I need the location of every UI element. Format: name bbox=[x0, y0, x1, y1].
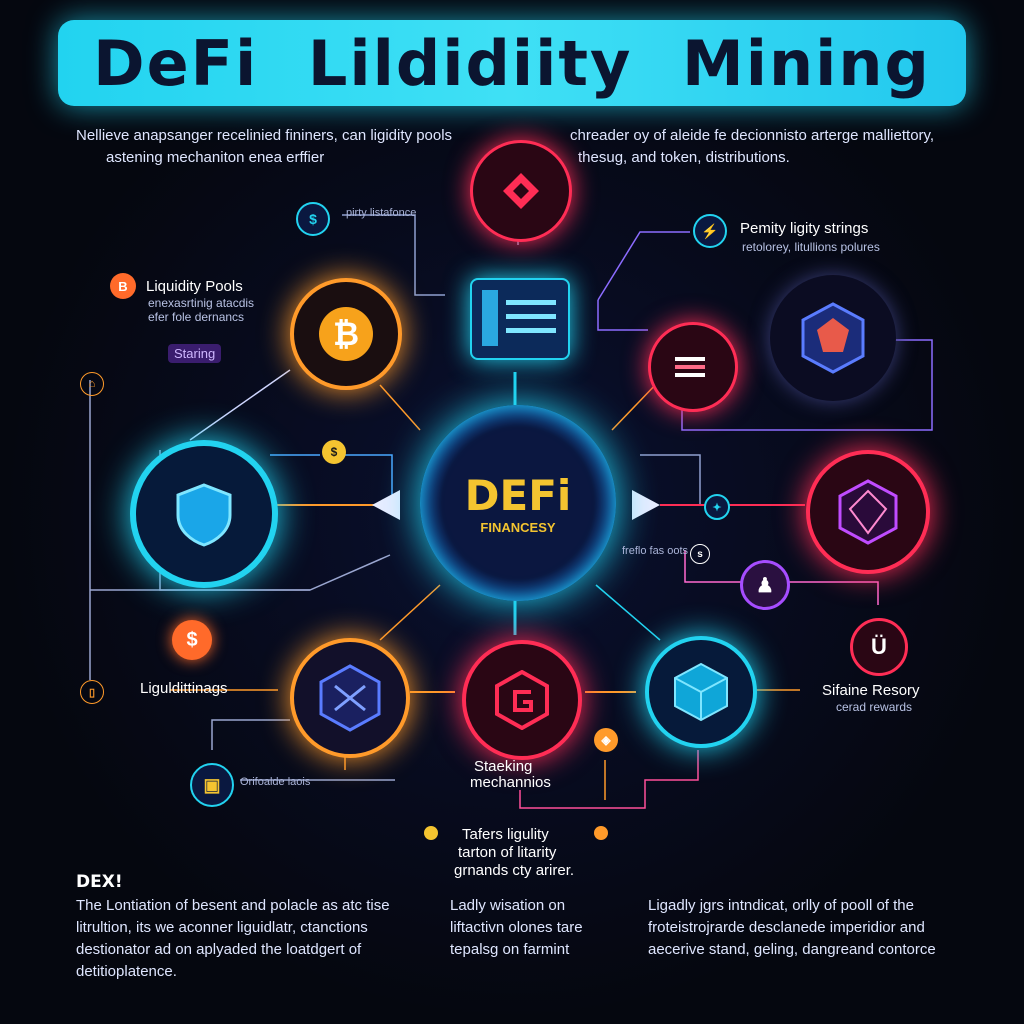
leaf-icon[interactable]: ⚡ bbox=[693, 214, 727, 248]
hexagon-node-top-right[interactable] bbox=[770, 275, 896, 401]
label-sifaine-sub: cerad rewards bbox=[836, 700, 913, 714]
title-banner: DeFi Lildidiity Mining bbox=[58, 20, 966, 106]
footer-col3-line2: froteistrojrarde desclanede imperidior a… bbox=[648, 919, 925, 936]
label-staking-mech1: Staeking bbox=[474, 758, 533, 775]
intro-right-line2: thesug, and token, distributions. bbox=[578, 149, 790, 166]
footer-col3-line1: Ligadly jgrs intndicat, orlly of pooll o… bbox=[648, 897, 914, 914]
intro-left-line2: astening mechaniton enea erffier bbox=[106, 149, 325, 166]
hex-g-icon bbox=[495, 670, 549, 730]
gem-icon bbox=[838, 479, 898, 545]
label-top-small: pirty listafonce bbox=[346, 207, 417, 219]
coin-icon[interactable]: B bbox=[110, 273, 136, 299]
dot-left bbox=[424, 826, 438, 840]
cube-icon bbox=[674, 662, 728, 722]
label-sifaine: Sifaine Resory bbox=[822, 682, 920, 699]
footer-col2-line2: liftactivn olones tare bbox=[450, 919, 583, 936]
footer-col2-line3: tepalsg on farmint bbox=[450, 941, 570, 958]
label-tafers1: Tafers ligulity bbox=[462, 826, 549, 843]
footer-col3-line3: aecerive stand, geling, dangreand contor… bbox=[648, 941, 936, 958]
gear-icon[interactable]: ✦ bbox=[704, 494, 730, 520]
menu-icon bbox=[675, 357, 705, 377]
hub-logo: DEFi bbox=[464, 471, 572, 520]
hexagon-node-right[interactable] bbox=[806, 450, 930, 574]
coin-mini-icon[interactable]: $ bbox=[322, 440, 346, 464]
token-icon bbox=[503, 173, 539, 209]
label-bottom-left-small: Orifoalde laois bbox=[240, 776, 311, 788]
cyan-cube-node[interactable] bbox=[645, 636, 757, 748]
staking-badge[interactable]: Staring bbox=[168, 344, 222, 363]
footer-col1-line1: The Lontiation of besent and polacle as … bbox=[76, 897, 390, 914]
cart-icon[interactable]: ⌂ bbox=[80, 372, 104, 396]
hub-caption: FINANCESY bbox=[480, 520, 556, 535]
small-coin-icon[interactable]: ◈ bbox=[594, 728, 618, 752]
staking-node[interactable] bbox=[462, 640, 582, 760]
menu-node[interactable] bbox=[648, 322, 738, 412]
reward-icon[interactable]: Ü bbox=[850, 618, 908, 676]
polyhedron-icon bbox=[801, 302, 865, 374]
footer-col2-line1: Ladly wisation on bbox=[450, 897, 566, 914]
shield-icon bbox=[176, 483, 232, 547]
dollar-icon-top[interactable]: $ bbox=[296, 202, 330, 236]
person-icon[interactable]: ♟ bbox=[740, 560, 790, 610]
label-permity-sub: retolorey, litullions polures bbox=[742, 240, 880, 254]
cube-icon bbox=[319, 664, 381, 732]
dollar-icon-left[interactable]: $ bbox=[172, 620, 212, 660]
intro-left: Nellieve anapsanger recelinied fininers,… bbox=[76, 125, 516, 169]
defi-hub[interactable]: DEFi FINANCESY bbox=[420, 405, 616, 601]
intro-right-line1: chreader oy of aleide fe decionnisto art… bbox=[570, 127, 935, 144]
dot-right bbox=[594, 826, 608, 840]
footer-col2: Ladly wisation on liftactivn olones tare… bbox=[450, 895, 620, 961]
footer-col1-line4: detitioplatence. bbox=[76, 963, 177, 980]
hub-content: DEFi FINANCESY bbox=[465, 471, 572, 535]
document-icon bbox=[482, 290, 556, 346]
label-staking-mech2: mechannios bbox=[470, 774, 551, 791]
footer-col1: The Lontiation of besent and polacle as … bbox=[76, 895, 436, 983]
info-icon[interactable]: s bbox=[690, 544, 710, 564]
label-tafers2: tarton of litarity bbox=[458, 844, 557, 861]
label-liquidit: Liguldittinags bbox=[140, 680, 228, 697]
bitcoin-icon: ₿ bbox=[319, 307, 373, 361]
token-node-top[interactable] bbox=[470, 140, 572, 242]
orange-hexagon-node[interactable] bbox=[290, 638, 410, 758]
label-mid-right-small: freflo fas oots bbox=[622, 545, 689, 557]
label-tafers3: grnands cty arirer. bbox=[454, 862, 575, 879]
label-permity: Pemity ligity strings bbox=[740, 220, 869, 237]
wallet-icon[interactable]: ▯ bbox=[80, 680, 104, 704]
label-liquidity-pools-sub2: efer fole dernancs bbox=[148, 310, 245, 324]
footer-col1-line2: litrultion, its we aconner liguidlatr, c… bbox=[76, 919, 368, 936]
security-node[interactable] bbox=[130, 440, 278, 588]
label-liquidity-pools-sub1: enexasrtinig atacdis bbox=[148, 296, 255, 310]
intro-right: chreader oy of aleide fe decionnisto art… bbox=[570, 125, 990, 169]
treasure-icon[interactable]: ▣ bbox=[190, 763, 234, 807]
footer-heading: DEX! bbox=[76, 872, 123, 892]
footer-col1-line3: destionator ad on aplyaded the loatdgert… bbox=[76, 941, 362, 958]
bitcoin-node[interactable]: ₿ bbox=[290, 278, 402, 390]
label-liquidity-pools: Liquidity Pools bbox=[146, 278, 243, 295]
page-title: DeFi Lildidiity Mining bbox=[93, 26, 931, 100]
footer-col3: Ligadly jgrs intndicat, orlly of pooll o… bbox=[648, 895, 988, 961]
ledger-node[interactable] bbox=[470, 278, 570, 360]
intro-left-line1: Nellieve anapsanger recelinied fininers,… bbox=[76, 127, 453, 144]
